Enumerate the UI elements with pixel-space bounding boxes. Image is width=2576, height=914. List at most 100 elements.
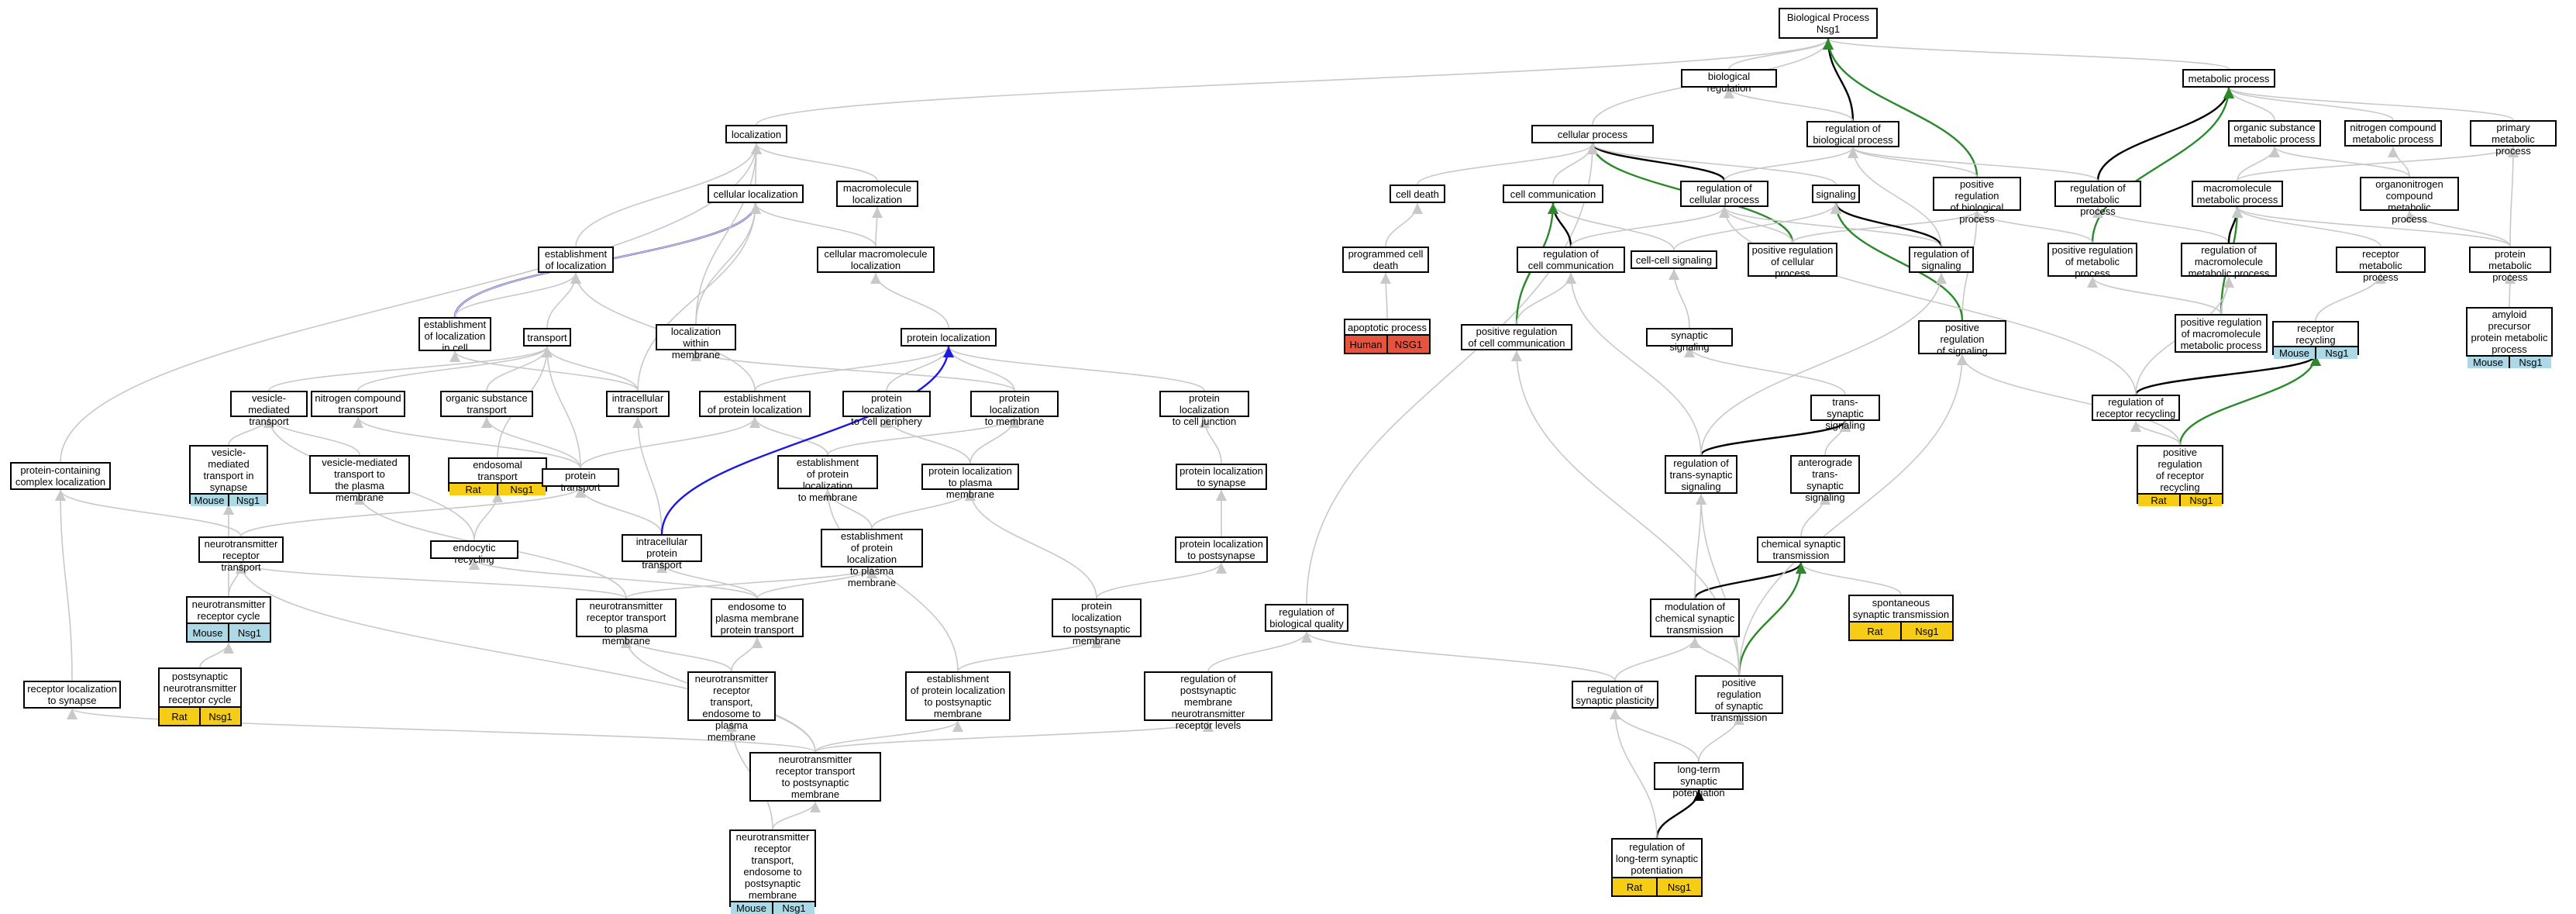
node-regrecrec[interactable]: regulation of receptor recycling (2092, 395, 2180, 421)
node-amyloid[interactable]: amyloid precursor protein metabolic proc… (2466, 307, 2553, 368)
node-intraprot[interactable]: intracellular protein transport (622, 534, 702, 571)
node-estloc[interactable]: establishment of localization (538, 247, 614, 273)
node-locmem[interactable]: localization within membrane (656, 324, 736, 360)
edge-regtranssyn-to-transsyn (1700, 420, 1851, 456)
node-cellcomm[interactable]: cell communication (1503, 185, 1603, 203)
node-ccsig[interactable]: cell-cell signaling (1631, 250, 1717, 269)
node-regcellcomm[interactable]: regulation of cell communication (1517, 247, 1625, 273)
edge-ntrendopost-to-ntrpost (772, 801, 821, 830)
node-macroloc[interactable]: macromolecule localization (836, 181, 918, 207)
node-regmet[interactable]: regulation of metabolic process (2054, 181, 2141, 217)
node-label: cellular localization (713, 188, 798, 200)
node-posregrecrec[interactable]: positive regulation of receptor recyclin… (2137, 445, 2223, 506)
node-ltp[interactable]: long-term synaptic potentiation (1654, 762, 1744, 798)
edge-ntrpost-to-regpostmem (814, 720, 1214, 753)
node-estprotloc[interactable]: establishment of protein localization (699, 391, 811, 417)
node-label: neurotransmitter receptor transport, end… (694, 673, 769, 743)
node-prottrans[interactable]: protein transport (542, 468, 619, 493)
node-regbio[interactable]: regulation of biological process (1806, 121, 1899, 147)
node-endorec[interactable]: endocytic recycling (430, 540, 518, 565)
node-regltp[interactable]: regulation of long-term synaptic potenti… (1611, 838, 1703, 897)
node-regmacro[interactable]: regulation of macromolecule metabolic pr… (2181, 243, 2277, 279)
node-regpostmem[interactable]: regulation of postsynaptic membrane neur… (1144, 671, 1273, 731)
node-vespm[interactable]: vesicle-mediated transport to the plasma… (309, 455, 410, 503)
node-synsig[interactable]: synaptic signaling (1646, 328, 1733, 353)
node-posregmacro[interactable]: positive regulation of macromolecule met… (2175, 314, 2268, 353)
node-recmet[interactable]: receptor metabolic process (2336, 247, 2426, 283)
node-bp[interactable]: Biological Process Nsg1 (1779, 8, 1878, 39)
node-estprotmem[interactable]: establishment of protein localization to… (777, 455, 878, 503)
node-ntrpost[interactable]: neurotransmitter receptor transport to p… (749, 752, 881, 802)
node-nittrans[interactable]: nitrogen compound transport (311, 391, 405, 417)
node-protpm[interactable]: protein localization to plasma membrane (921, 464, 1019, 500)
node-rectosyn[interactable]: receptor localization to synapse (23, 681, 121, 709)
node-cellmacroloc[interactable]: cellular macromolecule localization (817, 247, 935, 273)
node-metab[interactable]: metabolic process (2182, 69, 2275, 88)
node-regbq[interactable]: regulation of biological quality (1265, 604, 1348, 632)
node-loc[interactable]: localization (725, 125, 787, 143)
node-protmem[interactable]: protein localization to membrane (970, 391, 1059, 427)
node-posregmet[interactable]: positive regulation of metabolic process (2047, 243, 2137, 279)
node-endopm[interactable]: endosome to plasma membrane protein tran… (711, 598, 804, 637)
node-cellproc[interactable]: cellular process (1531, 125, 1654, 143)
node-nitmet[interactable]: nitrogen compound metabolic process (2344, 120, 2442, 147)
node-cellloc[interactable]: cellular localization (708, 185, 804, 203)
node-pcd[interactable]: programmed cell death (1342, 247, 1429, 273)
node-macromet[interactable]: macromolecule metabolic process (2192, 181, 2283, 207)
node-regsynplast[interactable]: regulation of synaptic plasticity (1572, 681, 1658, 709)
node-estcell[interactable]: establishment of localization in cell (418, 317, 491, 354)
node-ntrendo[interactable]: neurotransmitter receptor transport, end… (687, 671, 776, 743)
edge-regsynplast-to-modchem (1614, 636, 1700, 681)
node-pccl[interactable]: protein-containing complex localization (10, 462, 111, 490)
node-antero[interactable]: anterograde trans-synaptic signaling (1790, 455, 1860, 503)
node-ntrt[interactable]: neurotransmitter receptor transport (198, 536, 284, 573)
node-protpostmem[interactable]: protein localization to postsynaptic mem… (1052, 598, 1142, 647)
node-posregcell[interactable]: positive regulation of cellular process (1748, 243, 1837, 279)
edge-ltp-to-regsynplast (1610, 708, 1700, 763)
node-protpost[interactable]: protein localization to postsynapse (1175, 536, 1268, 563)
node-celldeath[interactable]: cell death (1390, 185, 1445, 203)
node-orgnit[interactable]: organonitrogen compound metabolic proces… (2360, 177, 2459, 225)
node-modchem[interactable]: modulation of chemical synaptic transmis… (1650, 598, 1740, 637)
node-estprotpost[interactable]: establishment of protein localization to… (905, 671, 1011, 721)
edge-pcd-to-celldeath (1385, 202, 1423, 247)
node-regtranssyn[interactable]: regulation of trans-synaptic signaling (1665, 455, 1737, 494)
node-chemsyn[interactable]: chemical synaptic transmission (1757, 536, 1845, 563)
node-posregsyn[interactable]: positive regulation of synaptic transmis… (1695, 675, 1783, 723)
node-postsyncycle[interactable]: postsynaptic neurotransmitter receptor c… (158, 667, 242, 726)
node-protsyn[interactable]: protein localization to synapse (1176, 464, 1267, 490)
node-transsyn[interactable]: trans-synaptic signaling (1810, 395, 1880, 431)
node-bioreg[interactable]: biological regulation (1681, 69, 1777, 94)
node-protcellper[interactable]: protein localization to cell periphery (842, 391, 931, 427)
node-transport[interactable]: transport (523, 328, 571, 347)
node-posregsig[interactable]: positive regulation of signaling (1918, 320, 2006, 357)
node-label: cell communication (1510, 188, 1596, 200)
edge-posregsyn-to-chemsyn (1737, 562, 1806, 676)
node-ntrendopost[interactable]: neurotransmitter receptor transport, end… (729, 829, 816, 914)
node-posregcellcomm[interactable]: positive regulation of cell communicatio… (1461, 324, 1572, 350)
node-label: synaptic signaling (1669, 329, 1710, 353)
node-protmet[interactable]: protein metabolic process (2469, 247, 2551, 283)
node-regsig[interactable]: regulation of signaling (1909, 247, 1974, 273)
edge-ntrpost-to-rectosyn (67, 708, 816, 753)
node-protloc[interactable]: protein localization (901, 328, 997, 347)
node-signaling[interactable]: signaling (1812, 185, 1860, 203)
node-primmet[interactable]: primary metabolic process (2470, 120, 2557, 157)
node-ntrpm[interactable]: neurotransmitter receptor transport to p… (576, 598, 677, 647)
node-protjunc[interactable]: protein localization to cell junction (1159, 391, 1249, 427)
node-orgtrans[interactable]: organic substance transport (440, 391, 533, 417)
edge-posregrecrec-to-recrec (2178, 354, 2321, 446)
node-posregbio[interactable]: positive regulation of biological proces… (1933, 177, 2021, 225)
node-vesmed[interactable]: vesicle-mediated transport (230, 391, 308, 427)
node-orgsub[interactable]: organic substance metabolic process (2228, 120, 2321, 147)
node-intra[interactable]: intracellular transport (606, 391, 670, 417)
node-estprotpm[interactable]: establishment of protein localization to… (821, 529, 923, 588)
node-regcell[interactable]: regulation of cellular process (1680, 181, 1768, 207)
